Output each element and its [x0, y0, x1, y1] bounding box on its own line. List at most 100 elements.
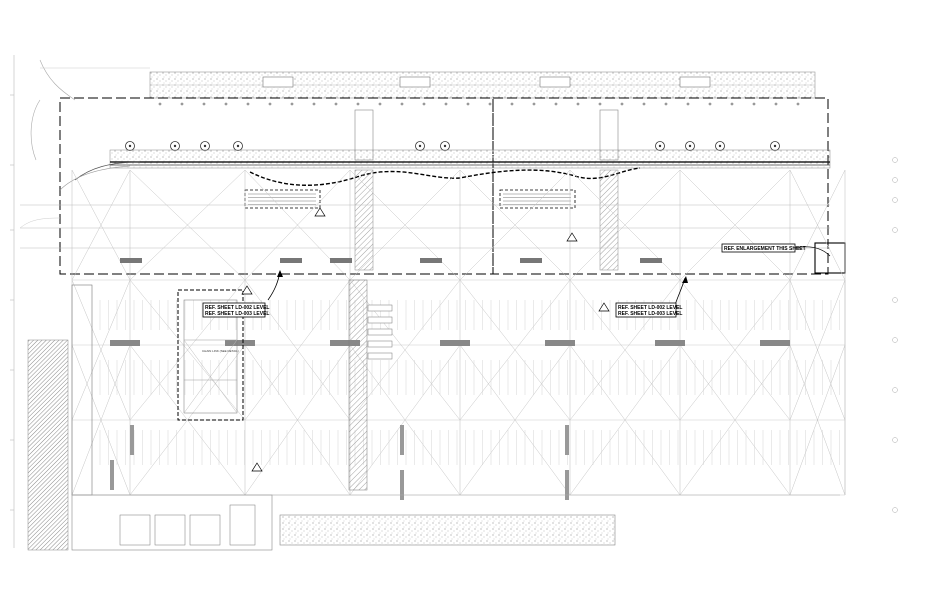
- stall-block: [225, 340, 255, 346]
- light-pole-dot: [290, 102, 294, 106]
- step-box: [367, 316, 393, 324]
- callout-chain-link-text: CHAIN LINK (SEE DETAIL): [202, 349, 239, 353]
- tree-symbol: [715, 141, 725, 151]
- grid-bubble: [892, 507, 898, 513]
- light-pole-dot: [466, 102, 470, 106]
- light-pole-dot: [730, 102, 734, 106]
- light-pole-markers: [158, 102, 800, 106]
- column-pier: [400, 470, 404, 500]
- leader-arrows: [267, 246, 831, 306]
- light-pole-dot: [378, 102, 382, 106]
- light-pole-dot: [356, 102, 360, 106]
- callout-enlargement: REF. ENLARGEMENT THIS SHEET: [721, 243, 806, 253]
- light-pole-dot: [158, 102, 162, 106]
- light-pole-dot: [708, 102, 712, 106]
- column-pier: [400, 425, 404, 455]
- light-pole-dot: [224, 102, 228, 106]
- revision-triangles: [241, 207, 610, 472]
- callout-ref-left-line1: REF. SHEET LD-002 LEVEL: [205, 305, 269, 311]
- bay-diagonal: [569, 344, 681, 496]
- tree-symbol: [440, 141, 450, 151]
- tree-symbol: [685, 141, 695, 151]
- tree-symbol: [415, 141, 425, 151]
- bay-diagonal: [71, 169, 131, 281]
- bay-diagonal: [129, 169, 246, 281]
- light-pole-dot: [400, 102, 404, 106]
- ramp: [348, 279, 368, 491]
- light-pole-dot: [246, 102, 250, 106]
- bay-diagonal: [569, 169, 681, 281]
- curb-block: [120, 258, 142, 263]
- stall-block: [545, 340, 575, 346]
- light-pole-dot: [422, 102, 426, 106]
- grid-bubble: [892, 437, 898, 443]
- bay-diagonal: [789, 344, 846, 496]
- tree-trunk: [173, 144, 177, 148]
- bay-diagonal: [789, 279, 846, 421]
- grid-bubble: [892, 227, 898, 233]
- bay-diagonal: [459, 169, 571, 281]
- tree-trunk: [203, 144, 207, 148]
- callout-ref-right-line1: REF. SHEET LD-002 LEVEL: [618, 305, 682, 311]
- light-pole-dot: [642, 102, 646, 106]
- curb-block: [330, 258, 352, 263]
- bay-diagonal: [459, 344, 571, 496]
- tree-trunk: [236, 144, 240, 148]
- sheet-margin: [10, 55, 15, 548]
- bay-diagonal: [459, 279, 571, 421]
- hatched-zone: [27, 284, 93, 551]
- crosswalks: [354, 109, 619, 271]
- bay-diagonal: [129, 344, 246, 496]
- light-pole-dot: [312, 102, 316, 106]
- light-pole-dot: [576, 102, 580, 106]
- tree-trunk: [658, 144, 662, 148]
- tree-symbol: [233, 141, 243, 151]
- light-pole-dot: [554, 102, 558, 106]
- light-pole-dot: [180, 102, 184, 106]
- planting-strip: [59, 149, 831, 191]
- stall-block: [440, 340, 470, 346]
- bay-diagonal: [349, 279, 461, 421]
- light-pole-dot: [598, 102, 602, 106]
- callout-enlargement-text: REF. ENLARGEMENT THIS SHEET: [724, 246, 806, 252]
- light-pole-dot: [774, 102, 778, 106]
- tree-trunk: [128, 144, 132, 148]
- grid-bubble: [892, 157, 898, 163]
- callout-ref-left: REF. SHEET LD-002 LEVEL REF. SHEET LD-00…: [202, 302, 269, 318]
- parking-stalls: [99, 258, 840, 500]
- bay-diagonal: [244, 279, 351, 421]
- bay-diagonal: [244, 169, 351, 281]
- callout-ref-right-line2: REF. SHEET LD-003 LEVEL: [618, 311, 682, 317]
- step-box: [367, 328, 393, 336]
- light-pole-dot: [268, 102, 272, 106]
- drive-aisle: [19, 204, 830, 249]
- tree-symbol: [125, 141, 135, 151]
- grid-bubble: [892, 177, 898, 183]
- bay-diagonal: [71, 344, 131, 496]
- bay-diagonal: [679, 169, 791, 281]
- column-pier: [130, 425, 134, 455]
- grid-bubble: [892, 387, 898, 393]
- step-box: [367, 340, 393, 348]
- note-boxes: [244, 189, 576, 209]
- callout-ref-left-line2: REF. SHEET LD-003 LEVEL: [205, 311, 269, 317]
- step-box: [367, 304, 393, 312]
- curb-block: [420, 258, 442, 263]
- light-pole-dot: [202, 102, 206, 106]
- stall-block: [655, 340, 685, 346]
- light-pole-dot: [334, 102, 338, 106]
- bay-diagonal: [349, 344, 461, 496]
- bay-diagonal: [789, 169, 846, 281]
- bay-diagonal: [244, 344, 351, 496]
- tree-trunk: [688, 144, 692, 148]
- grid-bubble: [892, 297, 898, 303]
- tree-trunk: [443, 144, 447, 148]
- light-pole-dot: [752, 102, 756, 106]
- tree-trunk: [418, 144, 422, 148]
- bay-diagonal: [349, 169, 461, 281]
- grid-bubble: [892, 197, 898, 203]
- curb-block: [640, 258, 662, 263]
- light-pole-dot: [488, 102, 492, 106]
- light-pole-dot: [686, 102, 690, 106]
